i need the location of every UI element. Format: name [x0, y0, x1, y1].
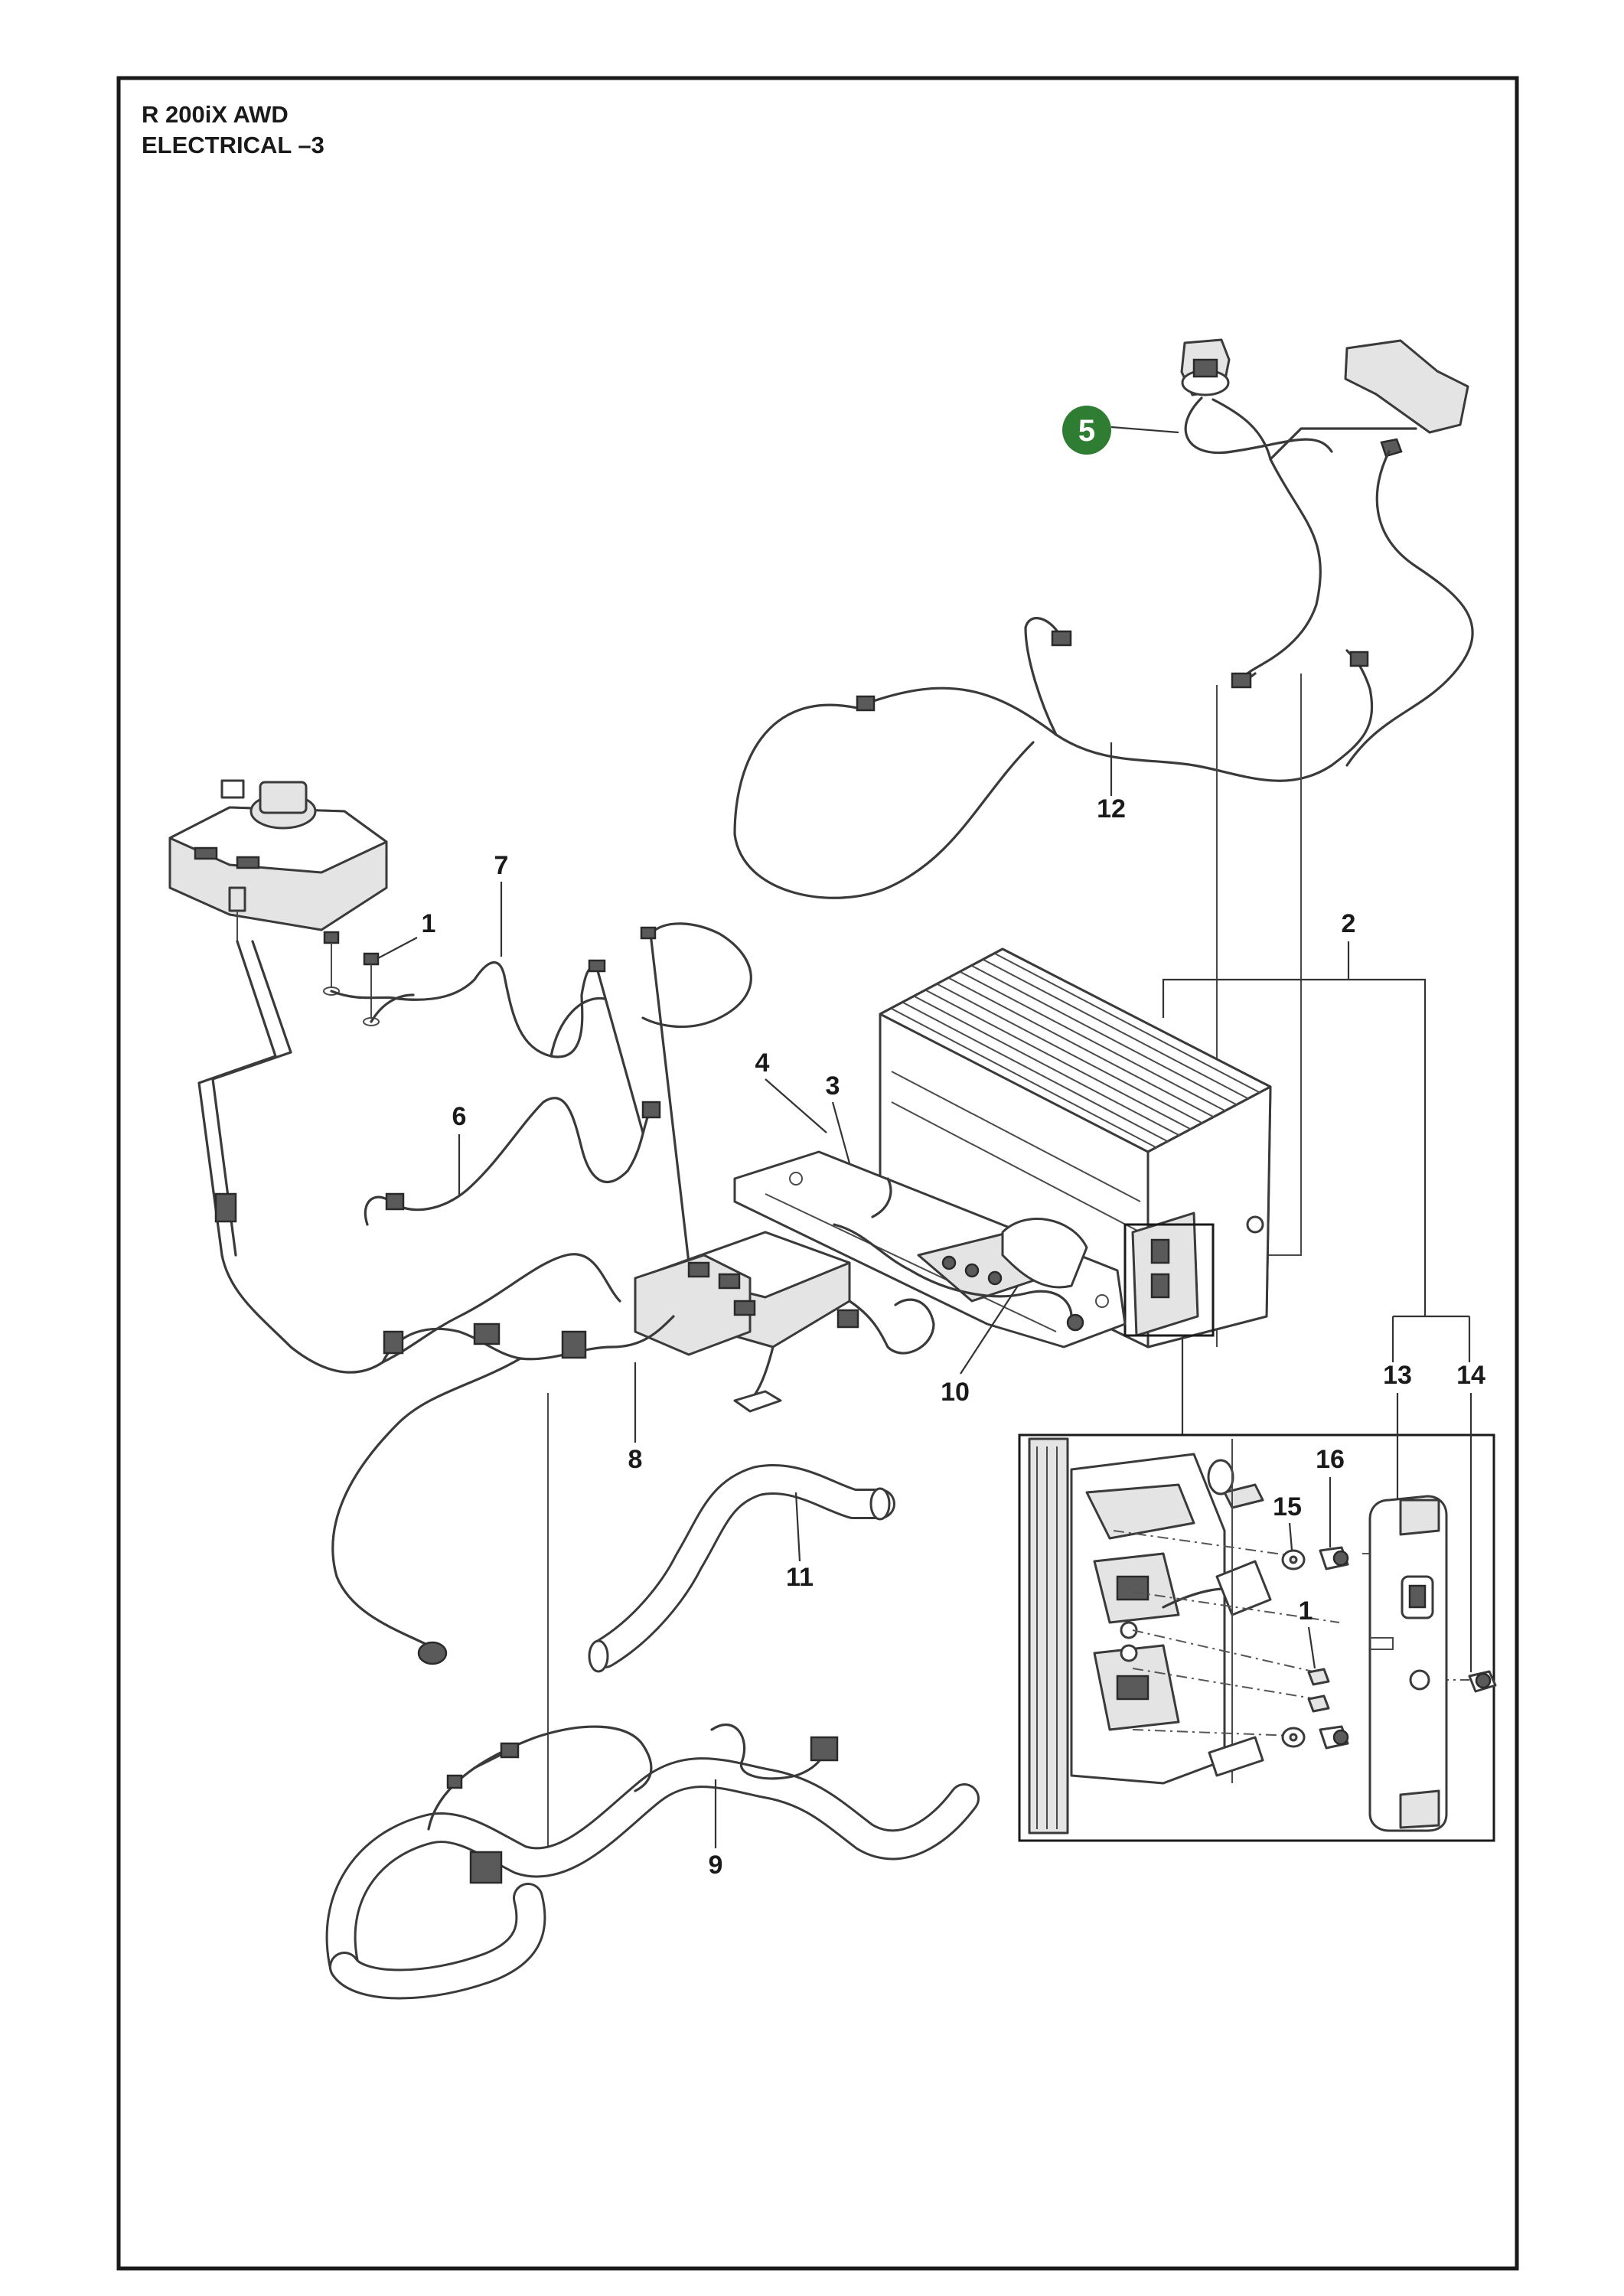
part-4-ground-wire [833, 1177, 1084, 1332]
callout-10[interactable]: 10 [941, 1378, 970, 1407]
page-frame [116, 76, 1519, 2271]
part-1-ground-bolts [323, 931, 380, 1026]
callout-2[interactable]: 2 [1342, 909, 1356, 938]
svg-text:5: 5 [1078, 414, 1095, 448]
callout-6[interactable]: 6 [452, 1102, 467, 1131]
callout-8[interactable]: 8 [628, 1445, 643, 1474]
diagram-title-section: ELECTRICAL –3 [142, 132, 324, 158]
part-8-controller-harness [220, 1231, 935, 1665]
callout-5-highlight-badge[interactable]: 5 [1062, 406, 1179, 455]
detail-source-box [1123, 1223, 1215, 1337]
callout-1-left[interactable]: 1 [422, 909, 436, 938]
callout-16[interactable]: 16 [1316, 1445, 1345, 1474]
callout-15[interactable]: 15 [1273, 1492, 1302, 1521]
callout-4[interactable]: 4 [755, 1049, 770, 1078]
part-10-terminal-block [917, 1218, 1088, 1303]
part-3-mounting-plate [733, 1150, 1127, 1349]
control-panel-unit [168, 779, 388, 1257]
callout-11[interactable]: 11 [786, 1563, 814, 1592]
callout-14[interactable]: 14 [1456, 1361, 1485, 1390]
detail-inset-contents [1028, 1437, 1497, 1835]
callout-12[interactable]: 12 [1097, 794, 1126, 823]
callout-9[interactable]: 9 [709, 1851, 723, 1880]
part-5-charge-socket-harness [1180, 338, 1474, 767]
callout-1-inset[interactable]: 1 [1299, 1596, 1313, 1626]
callout-3[interactable]: 3 [826, 1071, 840, 1101]
part-9-rear-harness [325, 1724, 980, 2000]
callout-13[interactable]: 13 [1383, 1361, 1412, 1390]
diagram-title-model: R 200iX AWD [142, 101, 289, 128]
callout-7[interactable]: 7 [494, 851, 509, 880]
detail-inset-frame [1018, 1433, 1495, 1842]
part-7-harness [330, 922, 752, 1264]
part-6-harness [364, 1097, 661, 1226]
part-11-hose [588, 1464, 895, 1673]
